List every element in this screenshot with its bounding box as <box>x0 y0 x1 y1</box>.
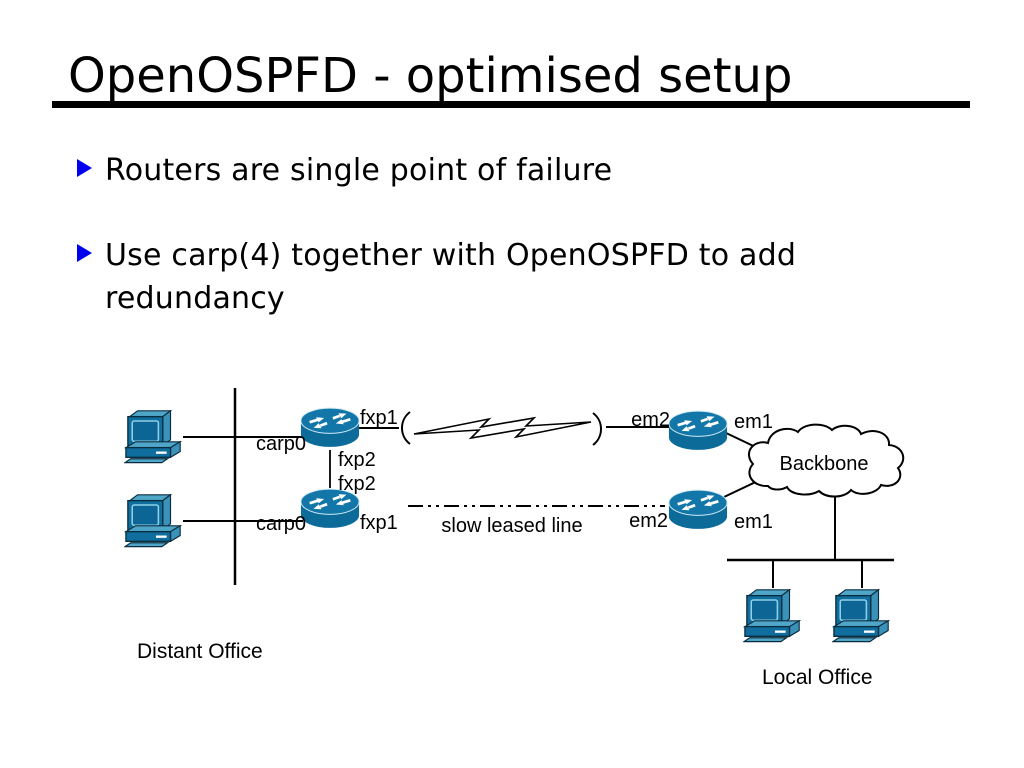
bullet-triangle-icon <box>77 244 92 262</box>
bullet-text-line: redundancy <box>105 281 285 316</box>
computer-icon <box>124 409 182 464</box>
title-underline <box>52 101 970 108</box>
label-distant-office: Distant Office <box>137 640 263 663</box>
radio-arc-right-icon <box>592 412 602 446</box>
label-local-office: Local Office <box>762 666 873 689</box>
router-icon <box>667 488 729 531</box>
label-slow-leased-line: slow leased line <box>441 515 582 537</box>
label-fxp2-lower: fxp2 <box>338 473 376 495</box>
bullet-text-line: Use carp(4) together with OpenOSPFD to a… <box>105 238 797 273</box>
bullet-item-1: Routers are single point of failure <box>77 149 612 192</box>
router-icon <box>299 406 361 449</box>
label-carp0-top: carp0 <box>256 433 306 455</box>
computer-icon <box>832 588 890 643</box>
bullet-item-2: Use carp(4) together with OpenOSPFD to a… <box>77 234 796 320</box>
router-icon <box>667 409 729 452</box>
bullet-text-line: Routers are single point of failure <box>105 153 613 188</box>
label-carp0-bottom: carp0 <box>256 513 306 535</box>
label-em1-bottom: em1 <box>734 511 773 533</box>
lightning-bolt-icon <box>413 416 592 440</box>
label-fxp2-upper: fxp2 <box>338 449 376 471</box>
radio-arc-left-icon <box>401 411 411 445</box>
computer-icon <box>124 493 182 548</box>
label-em1-top: em1 <box>734 411 773 433</box>
label-em2-bottom: em2 <box>629 510 668 532</box>
backbone-cloud-icon <box>748 423 905 498</box>
slide-title: OpenOSPFD - optimised setup <box>68 48 793 104</box>
label-fxp1-bottom: fxp1 <box>360 512 398 534</box>
label-em2-top: em2 <box>631 409 670 431</box>
bullet-triangle-icon <box>77 159 92 177</box>
label-backbone: Backbone <box>780 453 869 475</box>
label-fxp1-top: fxp1 <box>360 407 398 429</box>
computer-icon <box>743 588 801 643</box>
